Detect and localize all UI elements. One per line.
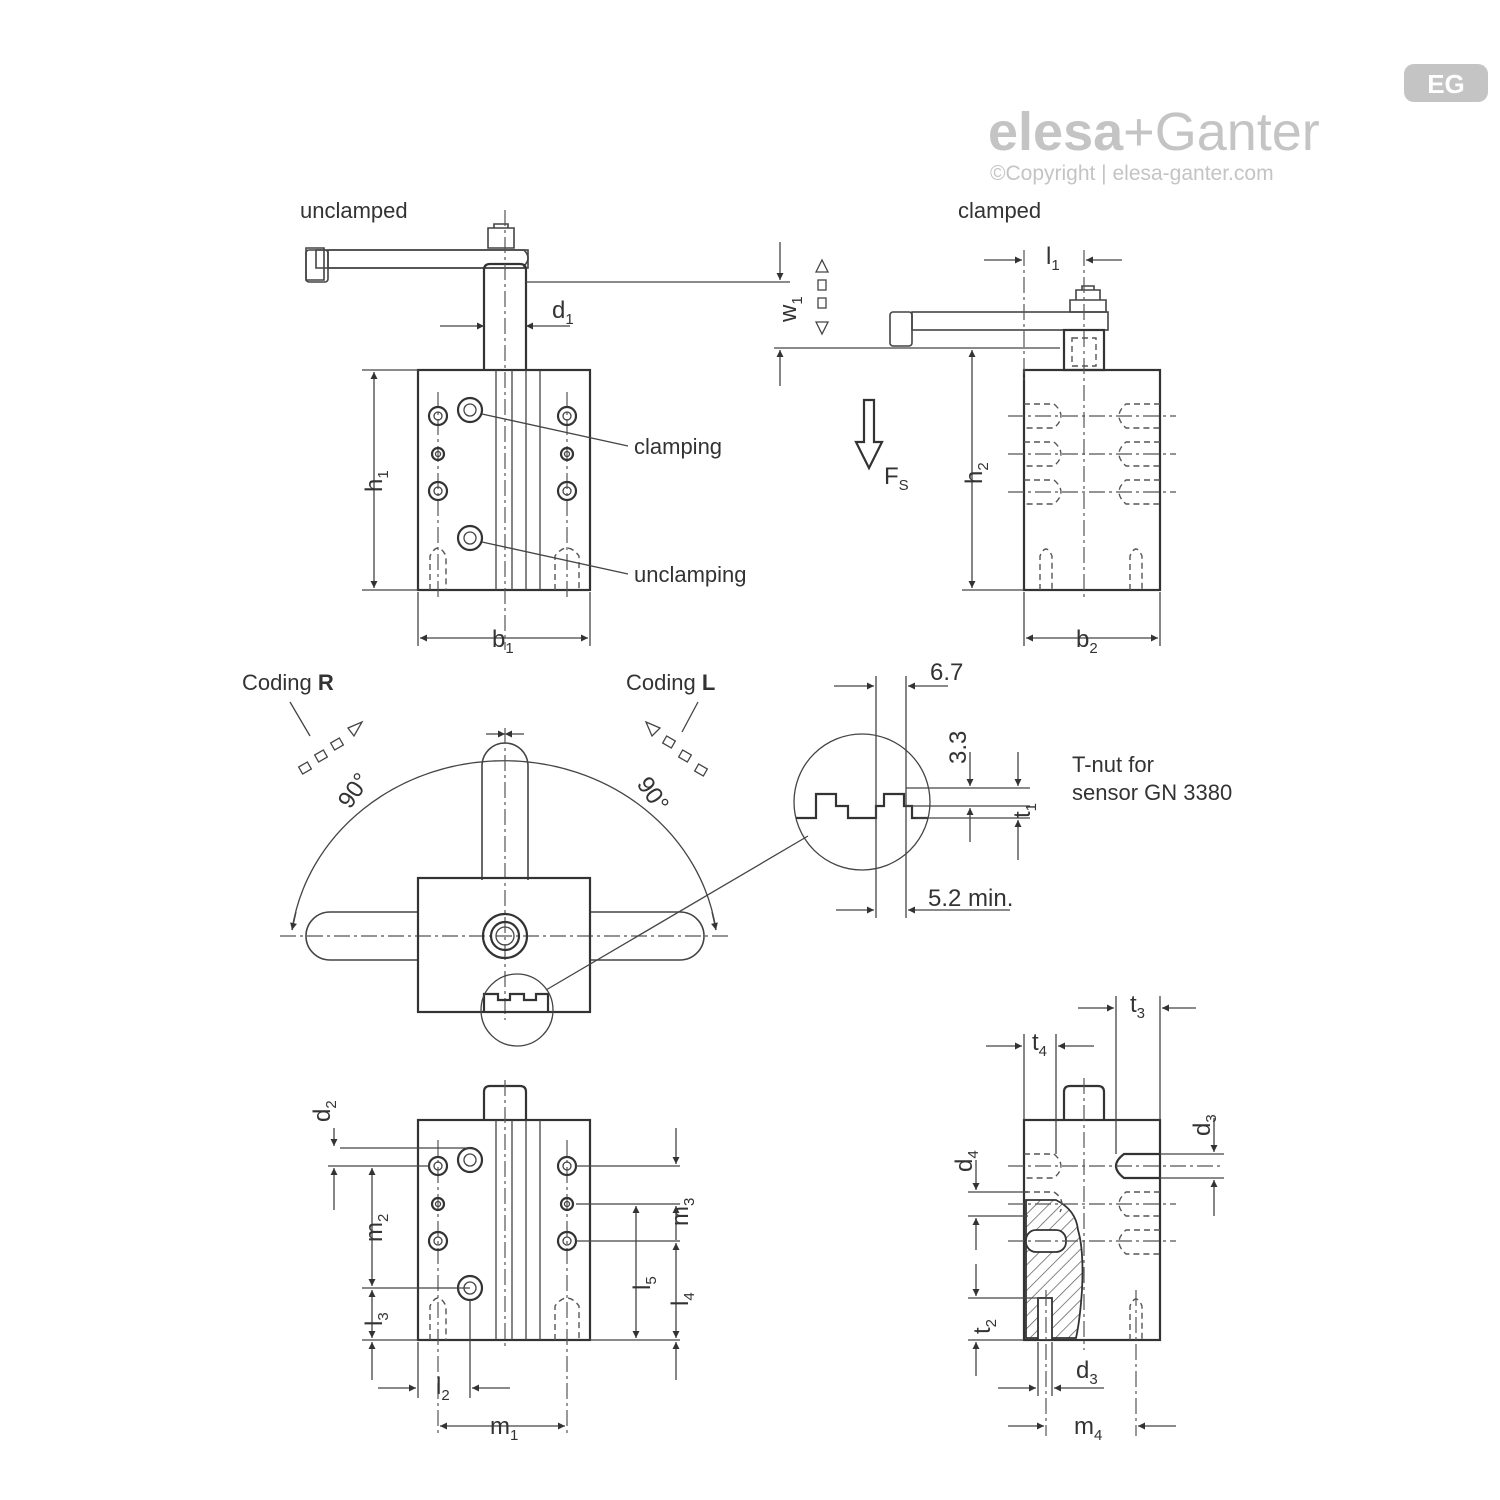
dim-b2: b2: [1076, 626, 1098, 657]
eg-badge-text: EG: [1427, 69, 1465, 99]
dim-w1-group: w1: [526, 242, 1060, 386]
dim-d4: d4: [951, 1150, 982, 1172]
unclamped-holes: [427, 396, 580, 590]
dim-w1: w1: [775, 296, 806, 323]
top-screw: [481, 912, 529, 960]
label-clamping: clamping: [634, 434, 722, 459]
unclamped-lever-screw: [487, 223, 515, 249]
tnut-note-line2: sensor GN 3380: [1072, 780, 1232, 805]
label-unclamped: unclamped: [300, 198, 408, 223]
dim-l2: l2: [436, 1373, 450, 1404]
unclamped-lever-bar: [327, 249, 529, 269]
unclamping-port: [456, 524, 484, 552]
dim-m3: m3: [667, 1198, 698, 1226]
dim-fs: FS: [884, 463, 909, 494]
coding-l-arrow-icon: [644, 720, 709, 777]
detail-circle-small: [480, 973, 554, 1047]
dim-b1: b1: [492, 626, 514, 657]
clamped-bores: [1024, 403, 1160, 590]
brand-logo: EG elesa+Ganter ©Copyright | elesa-gante…: [988, 64, 1488, 185]
detail-tnut: 6.7 5.2 min. 3.3 t1 T-nut for sensor GN …: [793, 659, 1232, 918]
side-section-hatch: [1025, 1199, 1084, 1339]
clamped-lever-handle: [889, 311, 913, 347]
stroke-arrow-icon: [814, 258, 830, 336]
label-coding-r: Coding R: [242, 670, 334, 695]
brand-name: elesa+Ganter: [988, 102, 1320, 162]
dim-6-7: 6.7: [930, 659, 963, 686]
coding-r-arrow-icon: [297, 720, 364, 775]
dim-m4: m4: [1074, 1413, 1102, 1444]
clamping-port: [456, 396, 484, 424]
angle-l: 90°: [631, 772, 674, 817]
dim-m1: m1: [490, 1413, 518, 1444]
angle-r: 90°: [333, 768, 376, 813]
front-body: [416, 1118, 592, 1342]
dim-d3-right: d3: [1189, 1114, 1220, 1136]
dim-t4: t4: [1032, 1029, 1047, 1060]
copyright-text: ©Copyright | elesa-ganter.com: [990, 162, 1274, 185]
detail-circle-large: [793, 733, 931, 871]
dim-3-3: 3.3: [945, 731, 972, 764]
label-clamped: clamped: [958, 198, 1041, 223]
dim-5-2: 5.2 min.: [928, 885, 1013, 912]
dim-l3: l3: [361, 1312, 392, 1326]
dim-t1: t1: [1009, 803, 1040, 818]
dim-l4: l4: [667, 1292, 698, 1306]
top-body: [416, 876, 592, 1014]
dim-d3-bottom: d3: [1076, 1357, 1098, 1388]
eg-badge: [1404, 64, 1488, 102]
view-front-holes: d2 m2 l3 m3 l5 l4 l2 m1: [309, 1080, 698, 1444]
dim-d1: d1: [552, 297, 574, 328]
dim-m2: m2: [361, 1214, 392, 1242]
brand-elesa: elesa: [988, 102, 1124, 162]
view-unclamped: unclamped clamping: [300, 198, 747, 657]
view-top: 90° 90° Coding R Coding L: [242, 670, 809, 1047]
label-coding-l: Coding L: [626, 670, 715, 695]
view-clamped: clamped l1 h2: [889, 198, 1176, 657]
top-lever-horizontal: [305, 911, 705, 961]
dim-l1: l1: [1046, 243, 1060, 274]
front-holes: [427, 1146, 580, 1340]
rotation-arc: [291, 760, 717, 931]
brand-ganter: Ganter: [1155, 102, 1320, 162]
dim-d2: d2: [309, 1100, 340, 1122]
unclamped-body: [416, 368, 592, 592]
force-arrow: FS: [854, 398, 909, 494]
tnut-note-line1: T-nut for: [1072, 752, 1154, 777]
dim-h1: h1: [361, 470, 392, 492]
dim-t2: t2: [969, 1319, 1000, 1334]
brand-plus: +: [1123, 102, 1155, 162]
top-tslot: [482, 992, 550, 1012]
dim-t3: t3: [1130, 991, 1145, 1022]
dim-h2: h2: [961, 462, 992, 484]
label-unclamping: unclamping: [634, 562, 747, 587]
dim-l5: l5: [629, 1276, 660, 1290]
view-side-section: t3 t4 d3 d4 t2 d3 m4: [951, 991, 1224, 1444]
